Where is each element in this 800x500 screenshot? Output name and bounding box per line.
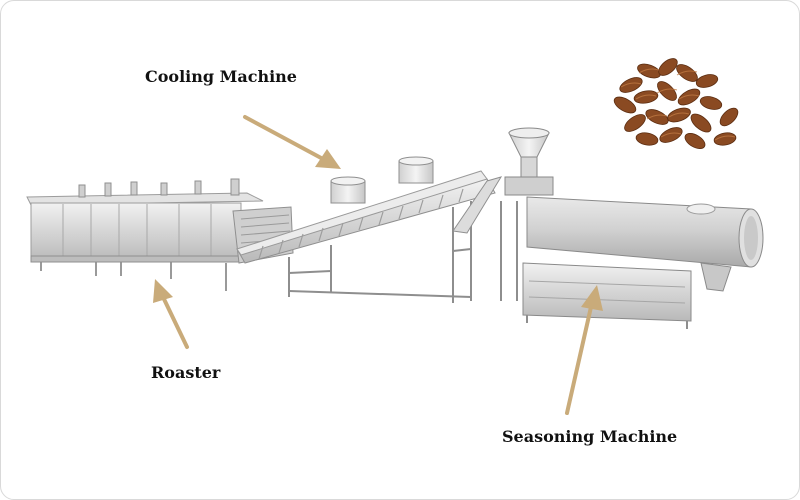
cooling-machine-label: Cooling Machine (145, 67, 297, 86)
arrow-to-cooling-machine (243, 115, 341, 169)
cooling-machine (236, 156, 503, 303)
pecan-nuts-illustration (613, 58, 739, 149)
arrow-to-seasoning-machine (565, 285, 603, 415)
seasoning-machine-label: Seasoning Machine (502, 427, 678, 446)
roaster-label: Roaster (151, 363, 221, 382)
roaster-machine (26, 178, 294, 291)
seasoning-machine (500, 127, 764, 329)
arrow-to-roaster (153, 279, 189, 349)
